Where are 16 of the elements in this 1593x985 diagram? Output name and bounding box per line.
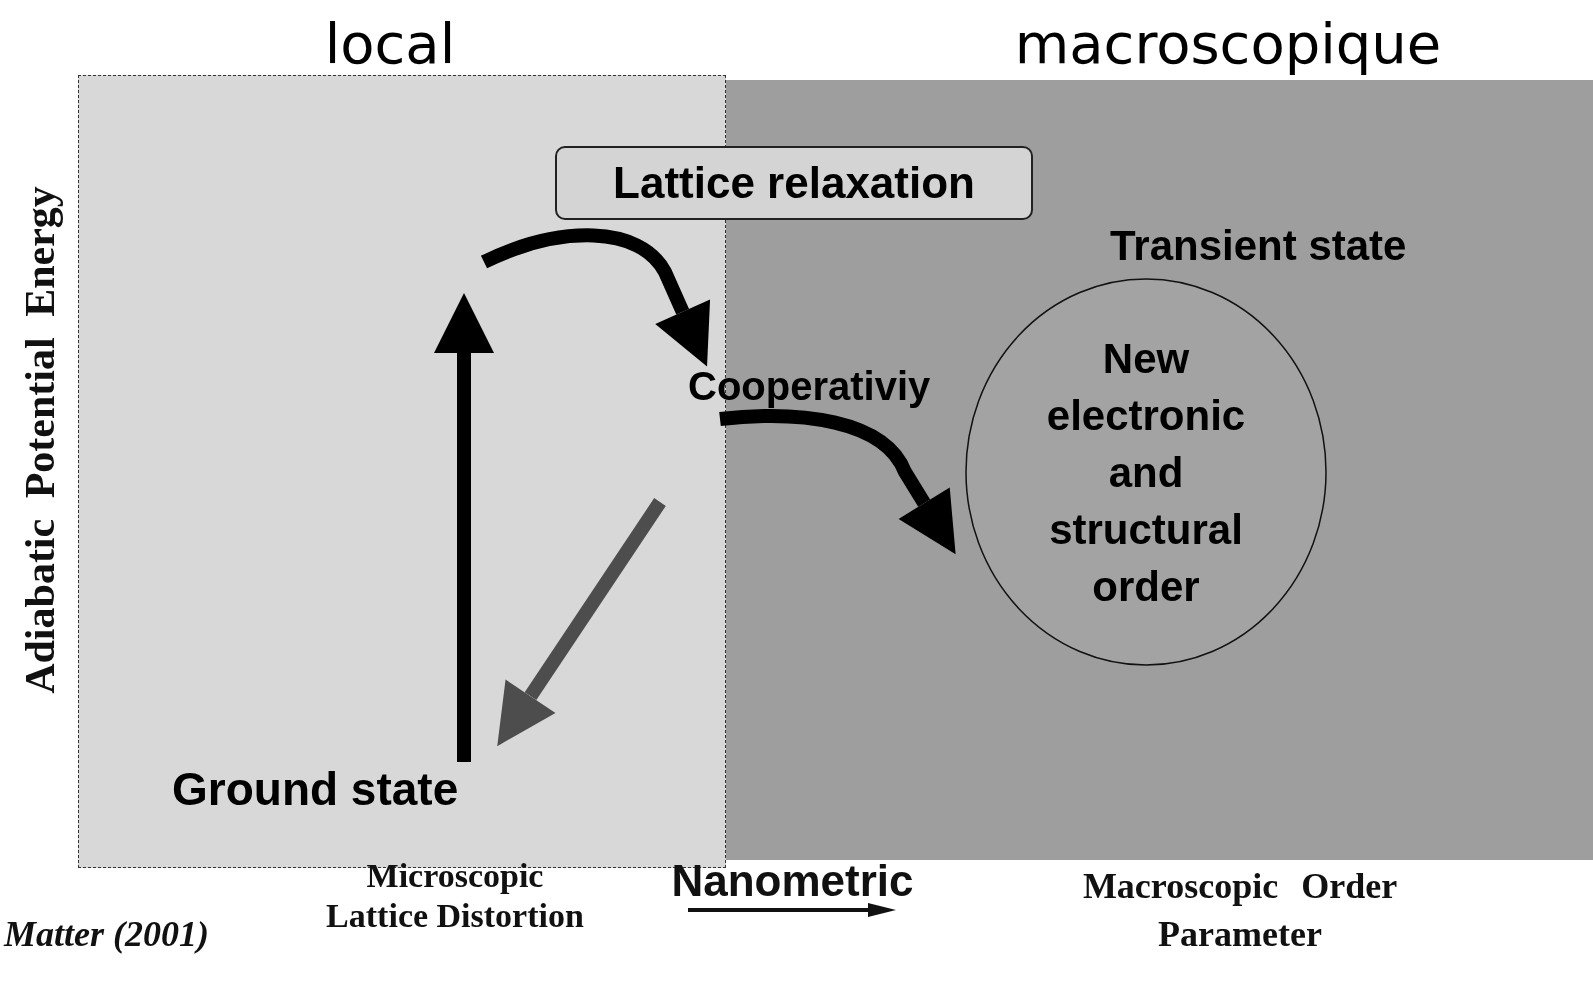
axis-label: Macroscopic Order Parameter [1081,865,1399,956]
arrow [497,498,666,747]
arrow [481,228,711,367]
axis-title: Adiabatic Potential Energy [16,185,64,696]
process-box: Lattice relaxation [555,146,1033,220]
source-citation: Matter (2001) [4,913,210,956]
scale-label: Nanometric [670,856,915,906]
region-heading: macroscopique [1014,12,1442,76]
region-heading: local [324,12,456,76]
arrow [434,293,494,762]
state-label: Cooperativiy [688,362,988,417]
axis-label: Microscopic Lattice Distortion [325,856,585,936]
state-heading: Transient state [1110,221,1407,271]
state-label: Ground state [172,762,512,822]
state-description: New electronic and structural order [1045,334,1247,612]
arrow [719,409,956,555]
